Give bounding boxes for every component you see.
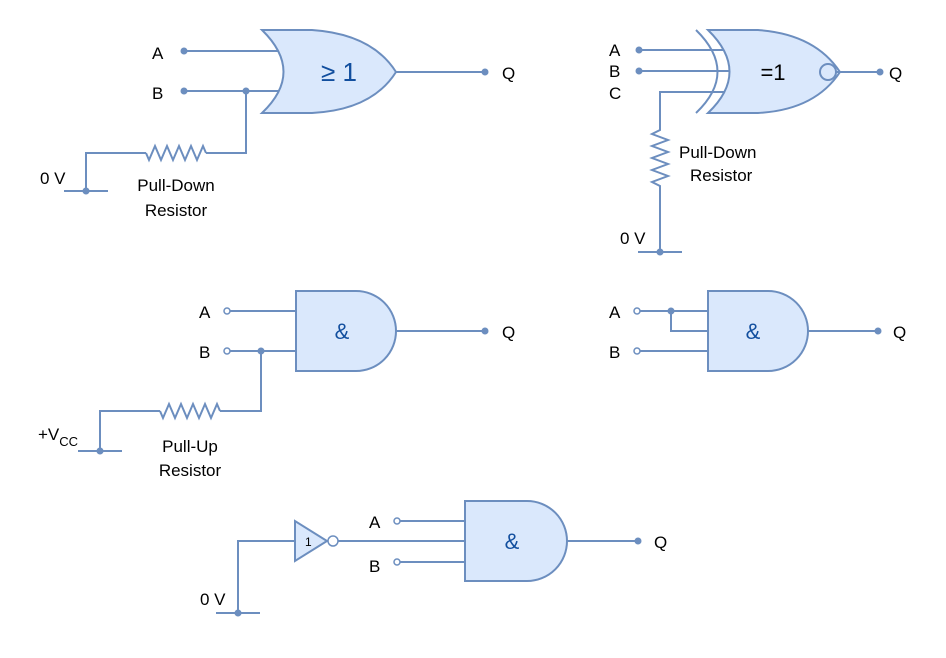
xnor-input-c-wire bbox=[659, 91, 729, 126]
xnor-gate-symbol: =1 bbox=[760, 60, 785, 85]
tied-link-wire bbox=[670, 311, 708, 332]
or-resistor-lead-left bbox=[85, 152, 146, 191]
inverter-ground-label: 0 V bbox=[200, 590, 226, 609]
inverter-ground-node bbox=[234, 609, 242, 617]
tied-gate-symbol: & bbox=[746, 319, 761, 344]
inv-and-gate bbox=[464, 500, 568, 582]
pullup-supply-subscript: CC bbox=[59, 434, 78, 449]
or-output-label: Q bbox=[502, 64, 515, 83]
or-input-b-label: B bbox=[152, 84, 163, 103]
or-output-terminal bbox=[481, 68, 489, 76]
or-resistor-label-2: Resistor bbox=[145, 201, 208, 220]
pullup-gate-symbol: & bbox=[335, 319, 350, 344]
tied-input-a-label: A bbox=[609, 303, 621, 322]
xnor-ground-node bbox=[656, 248, 664, 256]
pullup-supply-prefix: +V bbox=[38, 425, 60, 444]
pullup-resistor-lead-right bbox=[220, 351, 262, 412]
xnor-input-b-label: B bbox=[609, 62, 620, 81]
xnor-input-c-label: C bbox=[609, 84, 621, 103]
xnor-inversion-bubble bbox=[819, 63, 837, 81]
or-pulldown-circuit: A B 0 V Pull-Down Resistor ≥ 1 Q bbox=[40, 29, 515, 220]
xnor-pulldown-resistor bbox=[649, 126, 671, 196]
tied-input-a-terminal bbox=[633, 307, 641, 315]
tied-and-gate bbox=[707, 290, 809, 372]
pullup-resistor-label-1: Pull-Up bbox=[162, 437, 218, 456]
xnor-extra-arc bbox=[695, 29, 719, 114]
and-pullup-circuit: A B +VCC Pull-Up Resistor & Q bbox=[38, 290, 515, 480]
pullup-resistor-lead-left bbox=[99, 410, 160, 451]
inv-and-input-b-label: B bbox=[369, 557, 380, 576]
pullup-input-b-label: B bbox=[199, 343, 210, 362]
pullup-output-label: Q bbox=[502, 323, 515, 342]
xnor-input-a-label: A bbox=[609, 41, 621, 60]
inverter-input-wire bbox=[237, 540, 295, 613]
or-gate bbox=[259, 29, 398, 114]
or-pulldown-resistor bbox=[145, 143, 207, 163]
pullup-resistor bbox=[159, 401, 221, 421]
inv-and-input-a-terminal bbox=[393, 517, 401, 525]
inv-and-input-b-terminal bbox=[393, 558, 401, 566]
inverter-symbol: 1 bbox=[305, 535, 312, 549]
or-resistor-lead-right bbox=[206, 91, 247, 154]
inv-and-output-label: Q bbox=[654, 533, 667, 552]
or-resistor-label-1: Pull-Down bbox=[137, 176, 214, 195]
xnor-pulldown-circuit: A B C 0 V Pull-Down Resistor =1 Q bbox=[609, 29, 902, 256]
pullup-output-terminal bbox=[481, 327, 489, 335]
pullup-input-b-terminal bbox=[223, 347, 231, 355]
xnor-gate bbox=[705, 29, 842, 114]
pullup-input-a-terminal bbox=[223, 307, 231, 315]
tied-input-b-label: B bbox=[609, 343, 620, 362]
tied-input-b-terminal bbox=[633, 347, 641, 355]
pullup-and-gate bbox=[295, 290, 397, 372]
xnor-resistor-label-2: Resistor bbox=[690, 166, 753, 185]
or-ground-node bbox=[82, 187, 90, 195]
tied-output-terminal bbox=[874, 327, 882, 335]
pullup-supply-node bbox=[96, 447, 104, 455]
pullup-resistor-label-2: Resistor bbox=[159, 461, 222, 480]
or-input-a-label: A bbox=[152, 44, 164, 63]
inverter-gate bbox=[294, 519, 329, 563]
inv-and-gate-symbol: & bbox=[505, 529, 520, 554]
pullup-input-a-label: A bbox=[199, 303, 211, 322]
inv-and-input-a-label: A bbox=[369, 513, 381, 532]
inverter-bubble bbox=[327, 535, 339, 547]
xnor-resistor-label-1: Pull-Down bbox=[679, 143, 756, 162]
or-ground-label: 0 V bbox=[40, 169, 66, 188]
or-gate-symbol: ≥ 1 bbox=[321, 57, 357, 87]
and-tied-circuit: A B & Q bbox=[609, 290, 906, 372]
and-inverter-circuit: 0 V 1 A B & Q bbox=[200, 500, 667, 617]
tied-output-label: Q bbox=[893, 323, 906, 342]
pullup-supply-label: +VCC bbox=[38, 425, 78, 449]
xnor-ground-label: 0 V bbox=[620, 229, 646, 248]
inv-and-output-terminal bbox=[634, 537, 642, 545]
xnor-output-label: Q bbox=[889, 64, 902, 83]
xnor-output-terminal bbox=[876, 68, 884, 76]
